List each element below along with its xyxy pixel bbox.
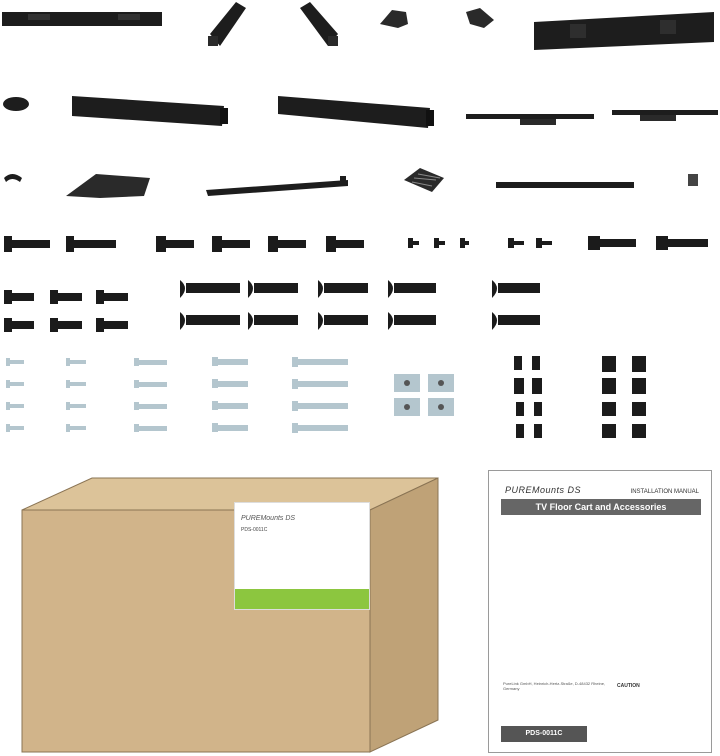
box-label-model: PDS-0011C — [241, 527, 268, 533]
manual-company-text: PureLink GmbH, Heinrich-Hertz-Straße, D-… — [503, 681, 606, 691]
manual-model: PDS-0011C — [501, 726, 587, 742]
end-cap-right — [466, 8, 494, 28]
column-tube-right — [278, 96, 434, 128]
arm-bracket-left — [208, 2, 246, 46]
small-cap — [3, 97, 29, 111]
spacers — [514, 356, 646, 438]
manual-caution: CAUTION — [617, 683, 640, 689]
installation-manual: PUREMounts DS INSTALLATION MANUAL TV Flo… — [488, 470, 712, 753]
column-tube-left — [72, 96, 228, 126]
wide-rail — [534, 12, 714, 50]
vesa-bar-left — [466, 114, 594, 125]
manual-header-label: INSTALLATION MANUAL — [630, 489, 699, 495]
manual-title: TV Floor Cart and Accessories — [501, 499, 701, 515]
top-rail — [2, 12, 162, 26]
box-label-brand: PUREMounts DS — [241, 515, 296, 522]
black-bolts-row — [4, 236, 708, 252]
box-label-green-band — [235, 589, 369, 609]
manual-brand: PUREMounts DS — [505, 485, 582, 495]
shelf-tray — [66, 174, 150, 198]
long-bracket — [206, 176, 348, 196]
end-cap-left — [380, 10, 408, 28]
small-block — [688, 174, 698, 186]
steel-screws — [6, 357, 348, 433]
cardboard-box — [21, 477, 439, 753]
washer-plates — [394, 374, 454, 416]
box-label: PUREMounts DS PDS-0011C — [234, 502, 370, 610]
vesa-bar-right — [612, 110, 718, 121]
clip — [4, 174, 22, 182]
arm-bracket-right — [300, 2, 338, 46]
camera-shelf — [404, 168, 444, 192]
mushroom-bolts — [4, 280, 540, 332]
flat-bar — [496, 182, 634, 188]
